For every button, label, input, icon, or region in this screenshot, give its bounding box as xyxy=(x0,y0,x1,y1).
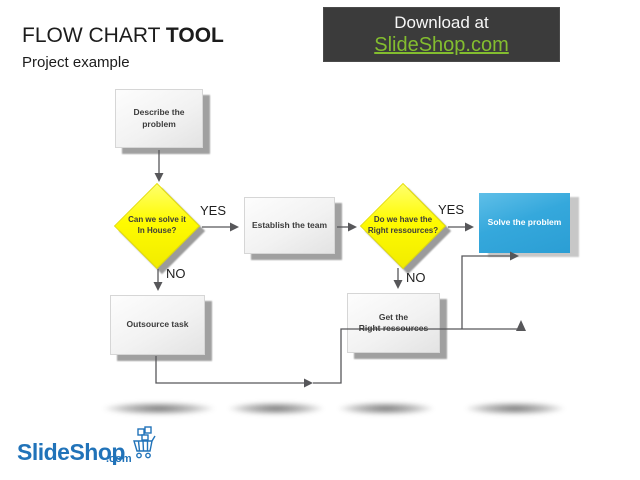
node-face xyxy=(115,89,203,148)
node-label: Solve the problem xyxy=(487,217,562,228)
node-label: Get the Right ressources xyxy=(358,311,429,333)
download-banner-text: Download at xyxy=(394,12,489,32)
node-label: Establish the team xyxy=(251,219,328,230)
node-label: Outsource task xyxy=(126,319,189,330)
slideshop-logo-text: SlideShop xyxy=(17,439,125,465)
page-title-bold: TOOL xyxy=(165,24,224,47)
slideshop-logo-tld: .com xyxy=(106,453,132,465)
node-get-resources: Get the Right ressources xyxy=(347,293,447,359)
node-label: Describe the problem xyxy=(133,107,185,129)
floor-shadow xyxy=(338,402,434,415)
label-yes-2: YES xyxy=(438,202,465,217)
shopping-cart-icon xyxy=(133,426,156,459)
node-face xyxy=(110,295,205,355)
node-label: Do we have the Right ressources? xyxy=(367,215,439,235)
page-title: FLOW CHART TOOL xyxy=(22,24,224,48)
node-decision-solve-in-house: Can we solve it In House? xyxy=(113,182,206,275)
page-subtitle: Project example xyxy=(22,54,130,71)
node-solve-problem: Solve the problem xyxy=(479,193,579,257)
node-face xyxy=(479,193,570,253)
slideshop-logo: SlideShop .com xyxy=(17,426,156,475)
connector-feedback-elbow xyxy=(313,328,521,384)
node-outsource-task: Outsource task xyxy=(110,295,212,361)
label-no-1: NO xyxy=(166,266,186,281)
floor-shadow xyxy=(465,402,565,415)
label-yes-1: YES xyxy=(200,203,227,218)
page-title-regular: FLOW CHART xyxy=(22,24,166,47)
label-no-2: NO xyxy=(406,270,426,285)
download-banner: Download at SlideShop.com xyxy=(323,7,560,62)
floor-shadow xyxy=(103,402,215,415)
node-label: Can we solve it In House? xyxy=(128,215,186,235)
floor-shadow xyxy=(228,402,324,415)
node-establish-team: Establish the team xyxy=(244,197,342,260)
connector-resources-to-solve xyxy=(461,251,519,329)
node-decision-right-resources: Do we have the Right ressources? xyxy=(359,182,452,275)
connector-outsource-feedback xyxy=(155,356,313,388)
node-face xyxy=(244,197,335,254)
node-describe-problem: Describe the problem xyxy=(115,89,210,154)
node-face xyxy=(347,293,440,353)
slideshop-link[interactable]: SlideShop.com xyxy=(374,34,509,57)
arrowhead-up xyxy=(516,320,526,331)
